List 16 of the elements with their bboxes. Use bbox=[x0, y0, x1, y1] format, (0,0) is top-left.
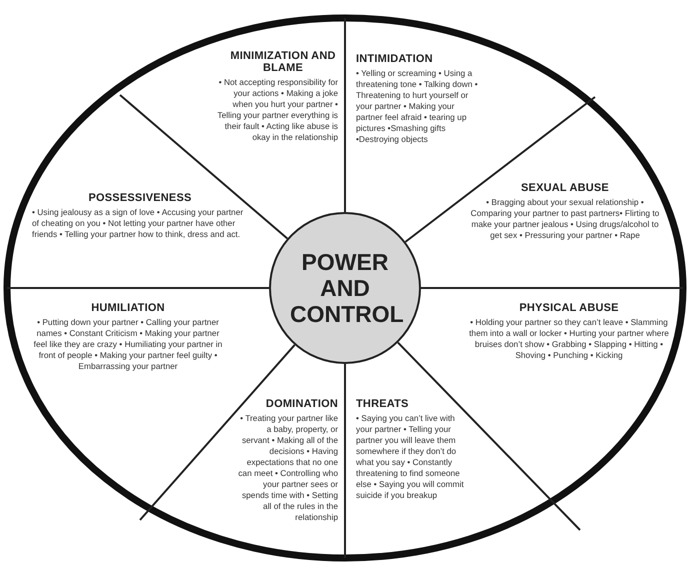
section-heading: DOMINATION bbox=[264, 398, 338, 410]
section-heading: THREATS bbox=[356, 398, 410, 410]
section-description: • Using jealousy as a sign of love • Accusing your partner of cheating on you • Not letting your partner have other friends • Telling your partner how to think, dress and act. bbox=[32, 207, 244, 240]
section-heading: POSSESSIVENESS bbox=[87, 192, 193, 204]
section-description: • Putting down your partner • Calling your partner names • Constant Criticism • Making your partner feel like they are crazy • Humiliating your partner in front of people • Making your partner feel guilty • Embarrassing your partner bbox=[32, 317, 224, 372]
section-heading: MINIMIZATION AND BLAME bbox=[229, 50, 337, 74]
section-heading: PHYSICAL ABUSE bbox=[518, 302, 620, 314]
section-description: • Not accepting responsibility for your actions • Making a joke when you hurt your partner • Telling your partner everything is their fault • Acting like abuse is okay in the relationship bbox=[216, 77, 338, 143]
section-description: • Bragging about your sexual relationship • Comparing your partner to past partners• Flirting to make your partner jealous • Using drugs/alcohol to get sex • Pressuring your partner • Rape bbox=[470, 197, 660, 241]
section-heading: HUMILIATION bbox=[90, 302, 166, 314]
section-heading: INTIMIDATION bbox=[356, 53, 434, 65]
section-description: • Yelling or screaming • Using a threatening tone • Talking down • Threatening to hurt yourself or your partner • Making your partner feel afraid • tearing up pictures •Smashing gifts •Destroying objects bbox=[356, 68, 478, 145]
section-description: • Saying you can’t live with your partner • Telling your partner you will leave them somewhere if they don’t do what you say • Constantly threatening to find someone else • Saying you will commit suicide if you breakup bbox=[356, 413, 465, 501]
section-description: • Holding your partner so they can’t leave • Slamming them into a wall or locker • Hurting your partner where bruises don’t show • Grabbing • Slapping • Hitting • Shoving • Punching • Kicking bbox=[468, 317, 670, 361]
section-description: • Treating your partner like a baby, property, or servant • Making all of the decisions • Having expectations that no one can meet • Controlling who your partner sees or spends time with • Setting all of the rules in the relationship bbox=[238, 413, 338, 523]
section-heading: SEXUAL ABUSE bbox=[520, 182, 610, 194]
